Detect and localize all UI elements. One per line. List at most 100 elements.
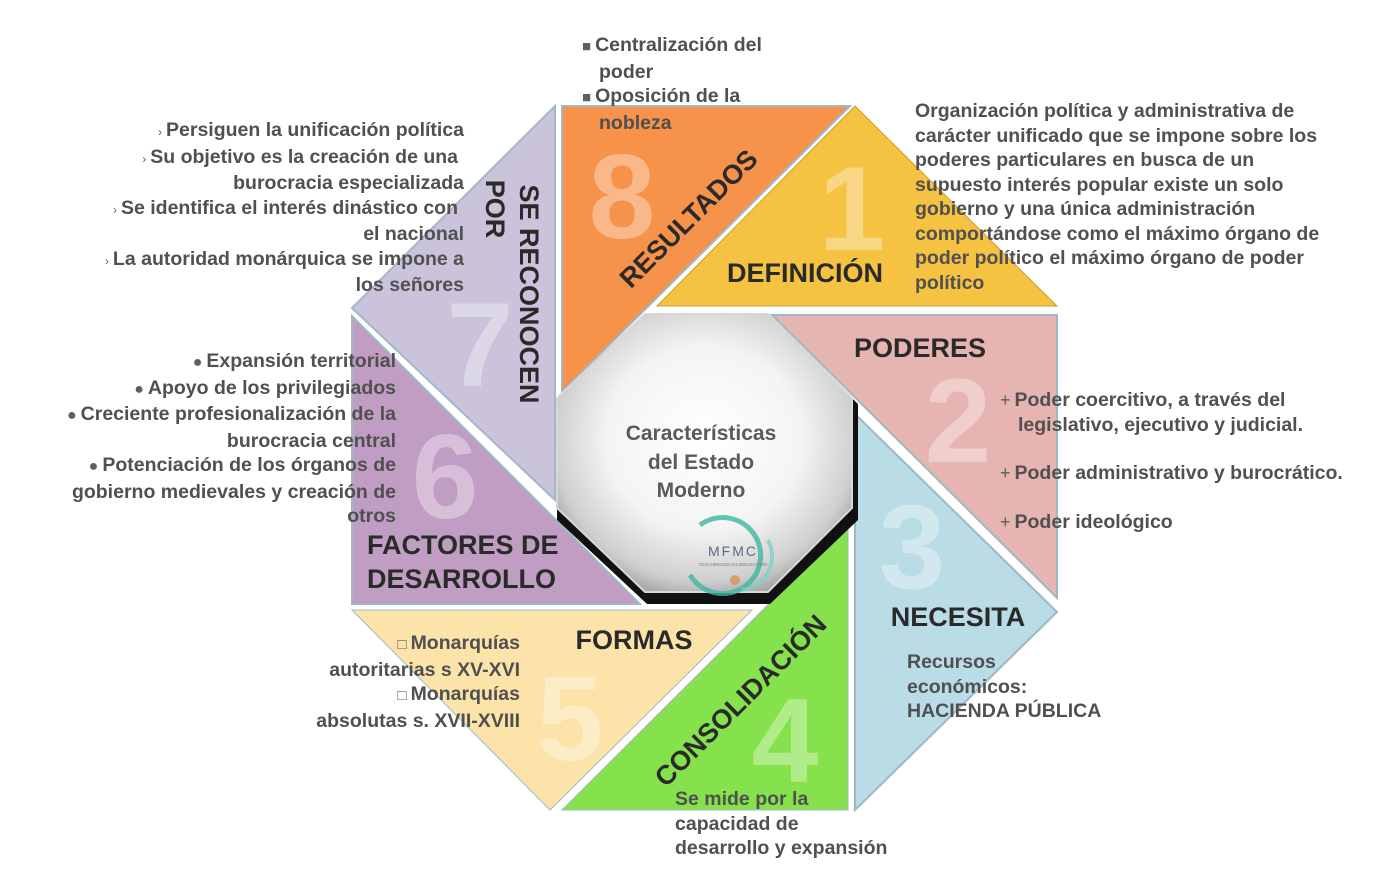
consolidacion-line: Se mide por la [675, 788, 809, 810]
definicion-line: carácter unificado que se impone sobre l… [915, 124, 1318, 147]
item-text: Poder coercitivo, a través del [1014, 389, 1286, 411]
dot-bullet-icon: ● [66, 407, 77, 424]
item-text: La autoridad monárquica se impone a [112, 247, 464, 270]
chevron-right-icon: › [142, 151, 147, 166]
item-text: Potenciación de los órganos de [102, 454, 396, 476]
definicion-text: Organización política y administrativa d… [915, 99, 1319, 295]
title-factores-line1: FACTORES DE [367, 530, 559, 560]
dot-bullet-icon: ● [134, 380, 144, 398]
poderes-list: +Poder coercitivo, a través del legislat… [1000, 388, 1343, 534]
item-text: Su objetivo es la creación de una [150, 145, 458, 168]
item-text: los señores [355, 274, 464, 296]
list-item: +Poder coercitivo, a través del [1000, 388, 1343, 413]
list-item: nobleza [582, 111, 762, 136]
list-item: ›Persiguen la unificación política [105, 118, 464, 145]
item-text: el nacional [363, 223, 464, 245]
plus-bullet-icon: + [1000, 390, 1011, 410]
necesita-line: económicos: [907, 675, 1028, 698]
item-text: Monarquías [410, 632, 520, 654]
definicion-line: poder político el máximo órgano de poder [915, 247, 1304, 269]
item-text: burocracia especializada [233, 172, 464, 194]
square-bullet-icon: ■ [582, 89, 592, 106]
list-item: los señores [105, 273, 464, 298]
list-item: □Monarquías [316, 631, 521, 658]
reconocen-list: ›Persiguen la unificación política ›Su o… [105, 118, 464, 298]
necesita-line: HACIENDA PÚBLICA [907, 700, 1102, 722]
list-item: gobierno medievales y creación de [67, 480, 396, 505]
definicion-line: poderes particulares en busca de un [915, 149, 1255, 171]
wedge-definicion [655, 105, 1059, 307]
wedge-resultados [561, 105, 853, 395]
necesita-text: Recursos económicos: HACIENDA PÚBLICA [907, 650, 1101, 724]
list-item: burocracia especializada [105, 171, 464, 196]
list-item: poder [582, 60, 762, 85]
item-text: nobleza [599, 111, 672, 134]
list-item: ●Apoyo de los privilegiados [67, 376, 396, 403]
wedge-formas [350, 609, 754, 811]
list-item: ›La autoridad monárquica se impone a [105, 247, 464, 274]
list-item: ●Creciente profesionalización de la [67, 402, 396, 429]
item-text: Persiguen la unificación política [166, 119, 464, 141]
item-text: Monarquías [410, 683, 520, 705]
chevron-right-icon: › [112, 202, 117, 217]
wedge-factores [351, 313, 643, 605]
square-bullet-icon: □ [397, 687, 407, 704]
item-text: absolutas s. XVII-XVIII [316, 709, 520, 732]
definicion-line: Organización política y administrativa d… [915, 100, 1295, 122]
item-text: otros [347, 505, 396, 527]
list-item: ●Potenciación de los órganos de [67, 453, 396, 480]
item-text: burocracia central [226, 429, 396, 452]
consolidacion-text: Se mide por la capacidad de desarrollo y… [675, 787, 887, 861]
logo-subtext: TEACHINGSOCIALSEDUCATION [699, 562, 768, 567]
list-item: ■Centralización del [582, 33, 762, 60]
definicion-line: político [915, 271, 985, 294]
number-4: 4 [752, 674, 819, 808]
title-necesita: NECESITA [891, 602, 1026, 632]
item-text: autoritarias s XV-XVI [329, 658, 520, 681]
item-text: gobierno medievales y creación de [71, 480, 396, 503]
list-item: ›Su objetivo es la creación de una [105, 145, 458, 172]
wedge-reconocen [350, 103, 556, 503]
number-1: 1 [819, 142, 886, 276]
definicion-line: comportándose como el máximo órgano de [915, 222, 1320, 245]
center-title-line2: del Estado [648, 451, 754, 474]
list-item: burocracia central [67, 429, 396, 454]
list-item: ●Expansión territorial [67, 349, 396, 376]
item-text: Creciente profesionalización de la [80, 403, 396, 425]
definicion-line: supuesto interés popular existe un solo [915, 173, 1284, 196]
item-text: Oposición de la [595, 85, 741, 107]
title-poderes: PODERES [854, 333, 986, 363]
consolidacion-line: capacidad de [675, 812, 799, 835]
list-item: absolutas s. XVII-XVIII [316, 709, 520, 734]
list-item: ■Oposición de la [582, 84, 762, 111]
item-text: Se identifica el interés dinástico con [120, 196, 458, 219]
number-6: 6 [412, 410, 479, 544]
item-text: Centralización del [595, 34, 762, 56]
list-item: ›Se identifica el interés dinástico con [105, 196, 458, 223]
item-text: Apoyo de los privilegiados [147, 376, 396, 399]
title-formas: FORMAS [576, 625, 693, 655]
number-5: 5 [537, 652, 604, 786]
list-item: legislativo, ejecutivo y judicial. [1000, 413, 1343, 438]
definicion-line: gobierno y una única administración [915, 198, 1256, 220]
list-item: +Poder ideológico [1000, 510, 1343, 535]
plus-bullet-icon: + [1000, 463, 1011, 483]
title-reconocen-line1: SE RECONOCEN [514, 184, 544, 403]
list-item: +Poder administrativo y burocrático. [1000, 461, 1343, 486]
chevron-right-icon: › [104, 253, 109, 268]
item-text: Expansión territorial [206, 350, 396, 372]
mfmc-logo: MFMC TEACHINGSOCIALSEDUCATION [687, 515, 775, 596]
necesita-line: Recursos [907, 651, 996, 673]
wedge-poderes [769, 314, 1058, 601]
dot-bullet-icon: ● [192, 354, 203, 371]
square-bullet-icon: ■ [582, 38, 592, 55]
resultados-list: ■Centralización del poder ■Oposición de … [582, 33, 762, 135]
chevron-right-icon: › [158, 125, 163, 139]
dot-bullet-icon: ● [88, 458, 99, 475]
item-text: legislativo, ejecutivo y judicial. [1018, 413, 1304, 436]
title-reconocen-line2: POR [480, 180, 510, 239]
plus-bullet-icon: + [1000, 511, 1011, 532]
item-text: Poder administrativo y burocrático. [1014, 462, 1343, 484]
wedge-necesita [854, 411, 1059, 813]
